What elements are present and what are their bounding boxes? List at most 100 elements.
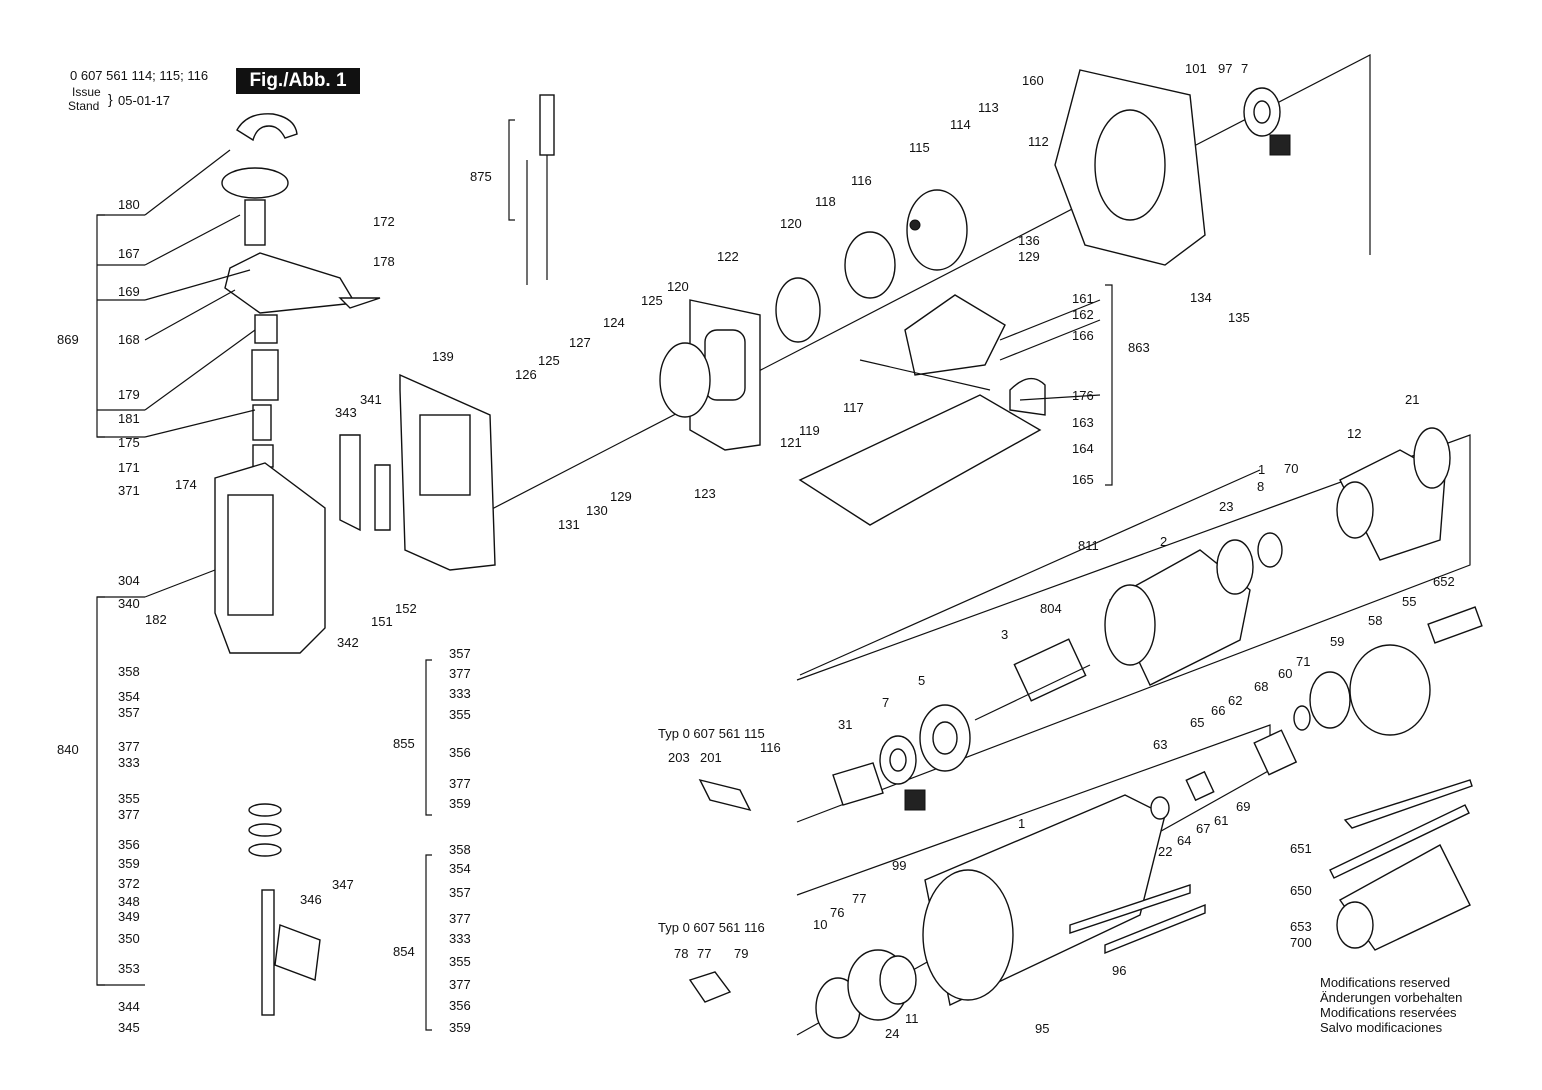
housing-shape [214, 462, 326, 654]
callout-label: 700 [1290, 935, 1312, 950]
callout-label: 99 [892, 858, 907, 873]
callout-label: 101 [1185, 61, 1207, 76]
callout-label: 68 [1254, 679, 1269, 694]
callout-label: 171 [118, 460, 140, 475]
callout-label: 116 [851, 173, 872, 188]
callout-label: 22 [1158, 844, 1173, 859]
callout-label: 347 [332, 877, 354, 892]
callout-label: 348 [118, 894, 140, 909]
callout-label: 66 [1211, 703, 1226, 718]
group-bracket-875 [508, 119, 515, 221]
callout-label: 70 [1284, 461, 1299, 476]
callout-label: 354 [118, 689, 140, 704]
callout-label: 162 [1072, 307, 1094, 322]
callout-label: 166 [1072, 328, 1094, 343]
callout-label: 180 [118, 197, 140, 212]
callout-label: 5 [918, 673, 926, 688]
callout-label: 652 [1433, 574, 1455, 589]
bearing-7-top-shape [1243, 87, 1291, 156]
callout-label: 356 [449, 998, 471, 1013]
callout-label: 120 [667, 279, 689, 294]
callout-label: 31 [838, 717, 853, 732]
callout-label: 114 [950, 117, 971, 132]
callout-label: 359 [118, 856, 140, 871]
callout-label: 135 [1228, 310, 1250, 325]
spring-washers-shape [248, 803, 282, 857]
brush-parts-shape [1150, 705, 1311, 820]
base-plate-shape [798, 294, 1046, 526]
callout-label: 359 [449, 796, 471, 811]
callout-label: 356 [118, 837, 140, 852]
callout-label: 122 [717, 249, 739, 264]
callout-label: 1 [1018, 816, 1026, 831]
front-cap-shape [815, 949, 917, 1039]
callout-label: 78 [674, 946, 689, 961]
lock-201-shape [698, 778, 752, 812]
typ-label-b: Typ 0 607 561 116 [658, 920, 765, 935]
callout-label: 23 [1219, 499, 1234, 514]
callout-label: 651 [1290, 841, 1312, 856]
callout-label: 359 [449, 1020, 471, 1035]
callout-label: 653 [1290, 919, 1312, 934]
motor-housing-shape [922, 794, 1166, 1007]
callout-label: 21 [1405, 392, 1420, 407]
callout-label: 343 [335, 405, 357, 420]
callout-label: 79 [734, 946, 749, 961]
group-bracket-855 [425, 659, 432, 816]
brace-glyph: } [108, 91, 113, 107]
callout-label: 377 [449, 977, 471, 992]
callout-label: 863 [1128, 340, 1150, 355]
note-line-en: Modifications reserved [1320, 975, 1451, 990]
callout-label: 855 [393, 736, 415, 751]
callout-label: 7 [882, 695, 890, 710]
callout-label: 97 [1218, 61, 1233, 76]
group-bracket-840 [96, 596, 145, 986]
ring-120-a-shape [659, 342, 711, 418]
callout-label: 10 [813, 917, 828, 932]
callout-label: 152 [395, 601, 417, 616]
callout-label: 344 [118, 999, 140, 1014]
rod-875-shape [526, 94, 555, 285]
callout-label: 179 [118, 387, 140, 402]
leader-lines [144, 149, 1101, 598]
extraction-adapter-shape [1336, 844, 1471, 951]
callout-label: 24 [885, 1026, 900, 1041]
callout-label: 333 [449, 931, 471, 946]
ring-120-b-shape [775, 277, 821, 343]
group-bracket-869 [96, 214, 145, 438]
callout-label: 357 [449, 646, 471, 661]
callout-label: 151 [371, 614, 393, 629]
callout-label: 854 [393, 944, 415, 959]
callout-label: 357 [449, 885, 471, 900]
callout-label: 129 [1018, 249, 1040, 264]
callout-label: 77 [697, 946, 712, 961]
callout-label: 2 [1160, 534, 1168, 549]
callout-label: 118 [815, 194, 836, 209]
callout-label: 345 [118, 1020, 140, 1035]
callout-label: 129 [610, 489, 632, 504]
callout-label: 355 [449, 954, 471, 969]
switch-77-shape [688, 971, 732, 1003]
callout-label: 354 [449, 861, 471, 876]
callout-label: 811 [1078, 538, 1099, 553]
callout-label: 349 [118, 909, 140, 924]
plunger-parts-shape [251, 314, 279, 468]
issue-date: 05-01-17 [118, 93, 171, 108]
note-line-de: Änderungen vorbehalten [1320, 990, 1463, 1005]
callout-label: 123 [694, 486, 716, 501]
group-bracket-854 [425, 854, 432, 1031]
plate-122-shape [689, 299, 761, 451]
stand-label: Stand [68, 99, 100, 113]
callout-label: 377 [449, 666, 471, 681]
callout-label: 304 [118, 573, 140, 588]
callout-label: 112 [1028, 134, 1049, 149]
allen-key-shape [1343, 779, 1473, 829]
callout-label: 356 [449, 745, 471, 760]
motor-cap-shape [1336, 427, 1451, 561]
callout-label: 346 [300, 892, 322, 907]
label-96-plate-shape [1104, 903, 1206, 955]
callout-label: 377 [449, 911, 471, 926]
saw-blade-shape [1329, 804, 1470, 879]
callout-label: 62 [1228, 693, 1243, 708]
